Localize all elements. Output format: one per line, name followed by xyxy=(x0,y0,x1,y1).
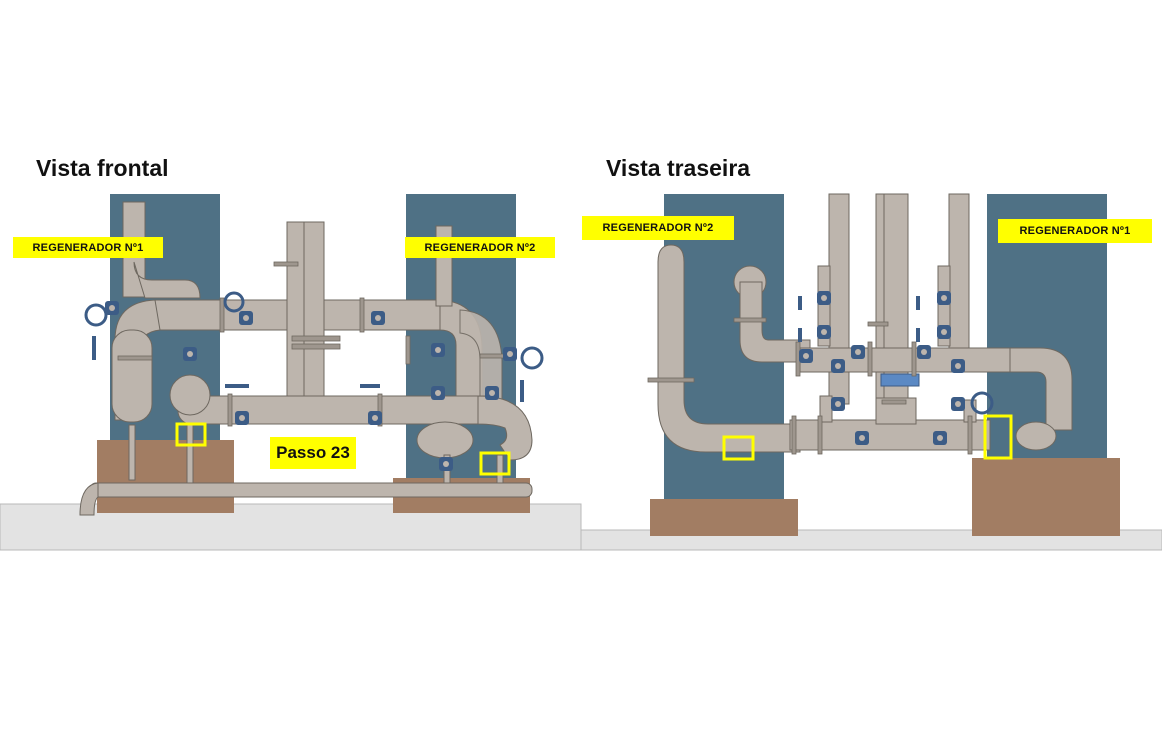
back-view xyxy=(580,193,1162,551)
front-label-regen1: REGENERADOR Nº1 xyxy=(13,237,163,258)
front-flanges xyxy=(117,261,505,427)
back-pipes xyxy=(657,193,1073,453)
back-highlight-valve-2[interactable] xyxy=(983,414,1013,460)
back-base-regen2 xyxy=(650,499,798,536)
front-base-regen1 xyxy=(97,440,234,513)
front-highlight-valve-1[interactable] xyxy=(175,422,207,447)
front-label-regen2: REGENERADOR Nº2 xyxy=(405,237,555,258)
front-valves xyxy=(84,291,544,471)
front-view xyxy=(0,194,582,551)
front-view-title: Vista frontal xyxy=(36,155,169,181)
back-view-title: Vista traseira xyxy=(606,155,751,181)
back-valves xyxy=(798,291,994,445)
back-flanges xyxy=(647,317,973,455)
back-label-regen2: REGENERADOR Nº2 xyxy=(582,216,734,240)
back-base-regen1 xyxy=(972,458,1120,536)
back-highlight-valve-1[interactable] xyxy=(722,435,755,461)
front-highlight-valve-2[interactable] xyxy=(479,451,511,476)
flow-meter xyxy=(880,373,920,387)
back-label-regen1: REGENERADOR Nº1 xyxy=(998,219,1152,243)
step-label: Passo 23 xyxy=(270,437,356,469)
